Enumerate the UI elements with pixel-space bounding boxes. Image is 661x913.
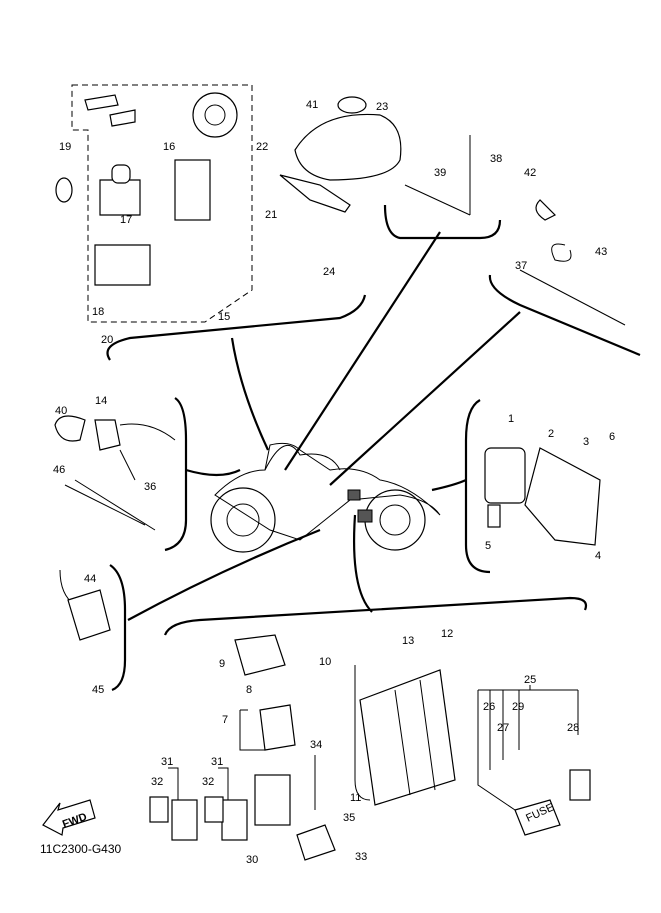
part-label-33: 33 (355, 851, 367, 863)
part-label-22: 22 (256, 141, 268, 153)
part-label-28: 28 (567, 722, 579, 734)
diagram-code: 11C2300-G430 (40, 842, 121, 856)
part-label-24: 24 (323, 266, 335, 278)
part-label-21: 21 (265, 209, 277, 221)
part-label-20: 20 (101, 334, 113, 346)
part-label-35: 35 (343, 812, 355, 824)
part-label-8: 8 (246, 684, 252, 696)
part-label-9: 9 (219, 658, 225, 670)
part-label-41: 41 (306, 99, 318, 111)
part-label-36: 36 (144, 481, 156, 493)
part-label-17: 17 (120, 214, 132, 226)
part-label-32: 32 (202, 776, 214, 788)
key-set-dashed-box (71, 84, 253, 323)
part-label-14: 14 (95, 395, 107, 407)
part-label-5: 5 (485, 540, 491, 552)
part-label-19: 19 (59, 141, 71, 153)
part-label-26: 26 (483, 701, 495, 713)
part-label-6: 6 (609, 431, 615, 443)
part-label-15: 15 (218, 311, 230, 323)
part-label-4: 4 (595, 550, 601, 562)
part-label-44: 44 (84, 573, 96, 585)
part-label-18: 18 (92, 306, 104, 318)
part-label-1: 1 (508, 413, 514, 425)
forward-direction-arrow: FWD (42, 799, 96, 836)
part-label-32: 32 (151, 776, 163, 788)
part-label-10: 10 (319, 656, 331, 668)
part-label-31: 31 (161, 756, 173, 768)
part-label-13: 13 (402, 635, 414, 647)
group-brackets (106, 204, 641, 692)
part-label-38: 38 (490, 153, 502, 165)
part-label-29: 29 (512, 701, 524, 713)
part-label-31: 31 (211, 756, 223, 768)
part-label-45: 45 (92, 684, 104, 696)
part-label-16: 16 (163, 141, 175, 153)
part-label-34: 34 (310, 739, 322, 751)
part-label-3: 3 (583, 436, 589, 448)
part-label-7: 7 (222, 714, 228, 726)
part-label-11: 11 (350, 792, 361, 804)
part-label-27: 27 (497, 722, 509, 734)
part-label-2: 2 (548, 428, 554, 440)
motorcycle-outline (210, 442, 441, 553)
part-label-40: 40 (55, 405, 67, 417)
parts: FUSE (54, 92, 626, 861)
part-label-42: 42 (524, 167, 536, 179)
part-label-23: 23 (376, 101, 388, 113)
part-label-39: 39 (434, 167, 446, 179)
leader-lines (127, 231, 521, 621)
part-label-30: 30 (246, 854, 258, 866)
part-label-46: 46 (53, 464, 65, 476)
part-label-12: 12 (441, 628, 453, 640)
part-label-37: 37 (515, 260, 527, 272)
part-label-43: 43 (595, 246, 607, 258)
part-label-25: 25 (524, 674, 536, 686)
